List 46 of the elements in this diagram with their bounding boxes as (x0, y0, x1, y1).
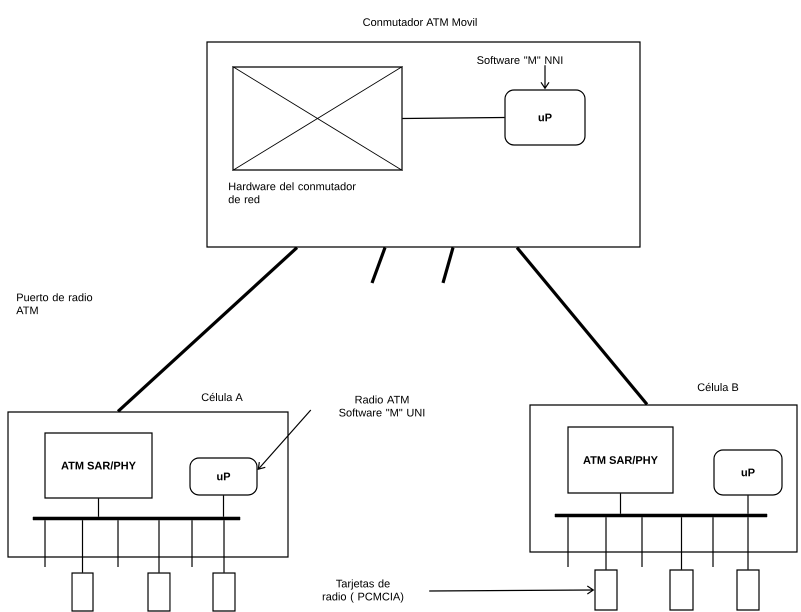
stub-line (44, 520, 46, 567)
connector-line (98, 498, 100, 517)
card-box (71, 572, 94, 612)
processor-box: uP (504, 89, 586, 146)
card-box (147, 572, 171, 612)
arrow (258, 410, 312, 470)
port-label: Puerto de radio ATM (16, 293, 92, 314)
annotation-text: Radio ATM Software "M" UNI (339, 395, 424, 417)
module-box: ATM SAR/PHY (44, 432, 153, 499)
node-label: Célula B (698, 382, 738, 392)
bus-bar (32, 516, 240, 520)
arrow (540, 65, 550, 90)
annotation-text: Tarjetas de radio ( PCMCIA) (322, 579, 404, 603)
crossed-box: Hardware del conmutador de red (228, 66, 404, 204)
connector-line (605, 517, 607, 570)
connector-line (680, 517, 682, 570)
annotation-text: Software "M" NNI (477, 56, 562, 64)
connector-line (222, 496, 224, 517)
connector-line (620, 494, 622, 514)
connector-line (402, 116, 504, 120)
card-box (669, 569, 694, 611)
processor-box: uP (713, 449, 783, 496)
stub-line (117, 520, 119, 567)
card-box (736, 569, 760, 611)
card-box (212, 572, 236, 612)
bus-bar (554, 514, 768, 518)
connector-line (747, 517, 749, 570)
link-line (370, 247, 386, 284)
card-box (594, 569, 618, 611)
processor-box: uP (189, 457, 258, 496)
node-label: Hardware del conmutador de red (228, 182, 356, 204)
node-label: Célula A (202, 392, 243, 402)
module-box: ATM SAR/PHY (567, 426, 674, 494)
link-line (116, 246, 298, 413)
stub-line (567, 517, 569, 567)
stub-line (712, 517, 714, 567)
connector-line (223, 520, 225, 572)
link-line (441, 247, 455, 284)
stub-line (191, 520, 193, 567)
connector-line (158, 520, 160, 572)
stub-line (641, 517, 643, 567)
connector-line (82, 520, 84, 572)
link-line (516, 246, 648, 406)
node-label: Conmutador ATM Movil (363, 18, 477, 26)
connector-line (747, 496, 749, 514)
arrow (429, 586, 594, 595)
